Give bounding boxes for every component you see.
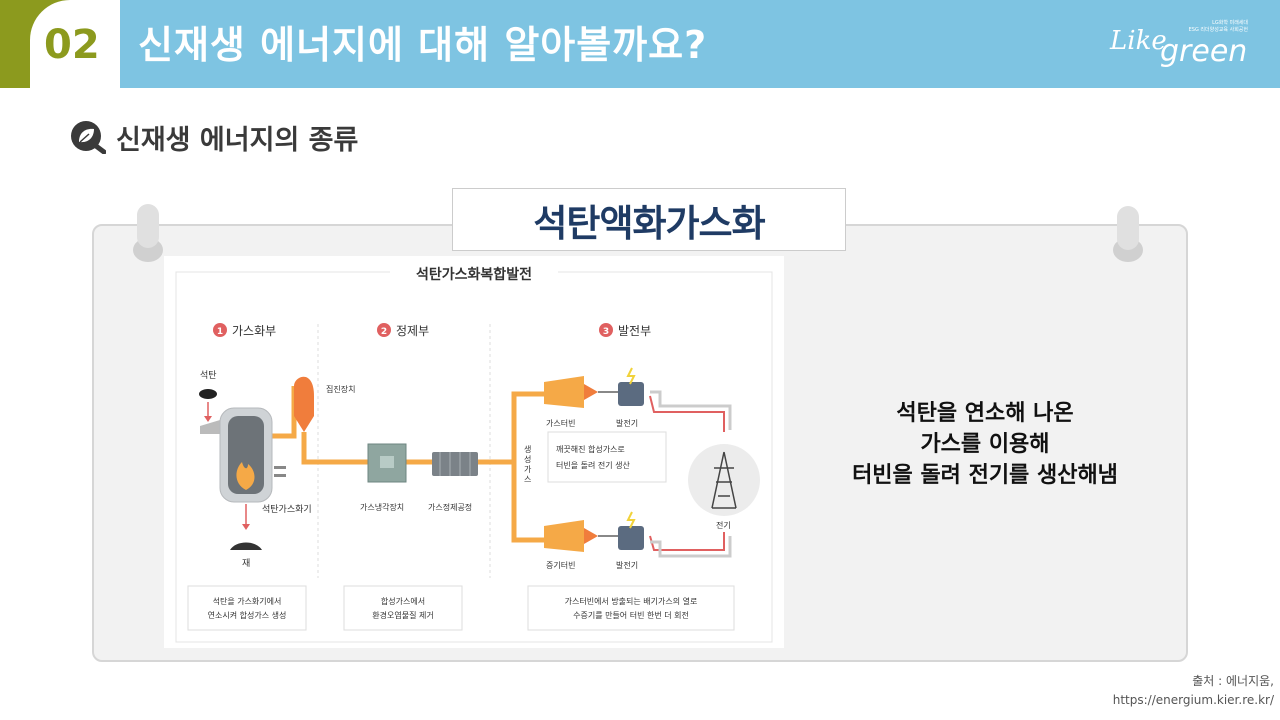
transmission-tower-icon [711,451,737,509]
syngas-char-2: 성 [524,455,531,464]
section-marker-1 [213,323,227,337]
flame-icon [236,462,255,490]
generator-2-label: 발전기 [616,560,638,570]
section-marker-2 [377,323,391,337]
svg-text:석탄을 가스화기에서: 석탄을 가스화기에서 [213,596,282,606]
right-pin [1117,206,1139,250]
svg-text:깨끗해진 합성가스로: 깨끗해진 합성가스로 [556,444,625,454]
logo-text-green: green [1160,34,1248,69]
syngas-char-3: 가 [524,465,532,474]
topic-title-card: 석탄액화가스화 [452,188,846,251]
dust-collector-label: 집진장치 [326,384,355,394]
description-line-3: 터빈을 돌려 전기를 생산해냄 [852,463,1118,488]
logo-tagline-2: ESG 리더양성교육 사회공헌 [1188,27,1248,33]
coal-icon [199,389,217,399]
generator-1-label: 발전기 [616,418,638,428]
page-title: 신재생 에너지에 대해 알아볼까요? [138,23,708,67]
svg-text:2: 2 [381,327,387,337]
left-pin [137,204,159,248]
section-number: 02 [44,22,100,68]
generator-2-icon [618,526,644,550]
generator-1-icon [618,382,644,406]
section-gasification: 가스화부 [232,324,276,338]
gas-turbine-label: 가스터빈 [546,419,575,428]
section-number-tab [0,0,120,88]
section-generation: 발전부 [618,324,651,338]
gas-refining-label: 가스정제공정 [428,502,472,512]
svg-text:수증기를 만들어 터빈 한번 더 회전: 수증기를 만들어 터빈 한번 더 회전 [573,610,689,620]
logo-text-like: Like [1110,26,1167,56]
svg-text:가스터빈에서 방출되는 배기가스의 열로: 가스터빈에서 방출되는 배기가스의 열로 [565,596,698,606]
description-line-1: 석탄을 연소해 나온 [896,401,1074,426]
likegreen-logo: LG화학 미래세대 ESG 리더양성교육 사회공헌 Like green [1108,18,1258,74]
source-credit: 출처 : 에너지움, https://energium.kier.re.kr/ [1113,672,1274,710]
leaf-search-icon [70,120,107,155]
ash-icon [230,542,262,550]
steam-turbine-icon [544,520,584,552]
source-url[interactable]: https://energium.kier.re.kr/ [1112,693,1274,707]
note-purification [343,585,463,631]
diagram-title: 석탄가스화복합발전 [416,266,532,283]
section-subtitle: 신재생 에너지의 종류 [116,125,359,156]
topic-description: 석탄을 연소해 나온 가스를 이용해 터빈을 돌려 전기를 생산해냄 [820,398,1150,491]
gas-cooler-label: 가스냉각장치 [360,502,404,512]
section-purification: 정제부 [396,324,429,338]
gas-turbine-icon [544,376,584,408]
note-generation [527,585,735,631]
electricity-circle [688,444,760,516]
svg-text:3: 3 [603,327,609,337]
svg-text:환경오염물질 제거: 환경오염물질 제거 [372,610,433,620]
electricity-label: 전기 [716,520,731,530]
dust-collector-icon [294,376,314,432]
coal-label: 석탄 [200,370,217,381]
gas-refining-icon [432,452,478,476]
syngas-char-1: 생 [524,444,531,454]
clean-gas-note [547,431,667,483]
source-line-1: 출처 : 에너지움, [1192,674,1274,688]
svg-text:터빈을 돌려 전기 생산: 터빈을 돌려 전기 생산 [556,460,631,470]
igcc-diagram: 석탄가스화복합발전 1 가스화부 2 정제부 3 발전부 석탄 석탄가스화기 [164,256,784,648]
svg-text:합성가스에서: 합성가스에서 [381,597,425,606]
note-gasification [187,585,307,631]
gasifier-label: 석탄가스화기 [262,504,312,515]
header-bar: 02 신재생 에너지에 대해 알아볼까요? LG화학 미래세대 ESG 리더양성… [0,0,1280,88]
steam-turbine-label: 증기터빈 [546,561,575,570]
syngas-char-4: 스 [524,475,531,484]
svg-text:1: 1 [217,327,223,337]
svg-text:연소시켜 합성가스 생성: 연소시켜 합성가스 생성 [208,610,287,620]
ash-label: 재 [242,558,250,569]
topic-title: 석탄액화가스화 [533,201,765,245]
description-line-2: 가스를 이용해 [920,432,1050,457]
logo-tagline-1: LG화학 미래세대 [1212,20,1248,26]
section-marker-3 [599,323,613,337]
